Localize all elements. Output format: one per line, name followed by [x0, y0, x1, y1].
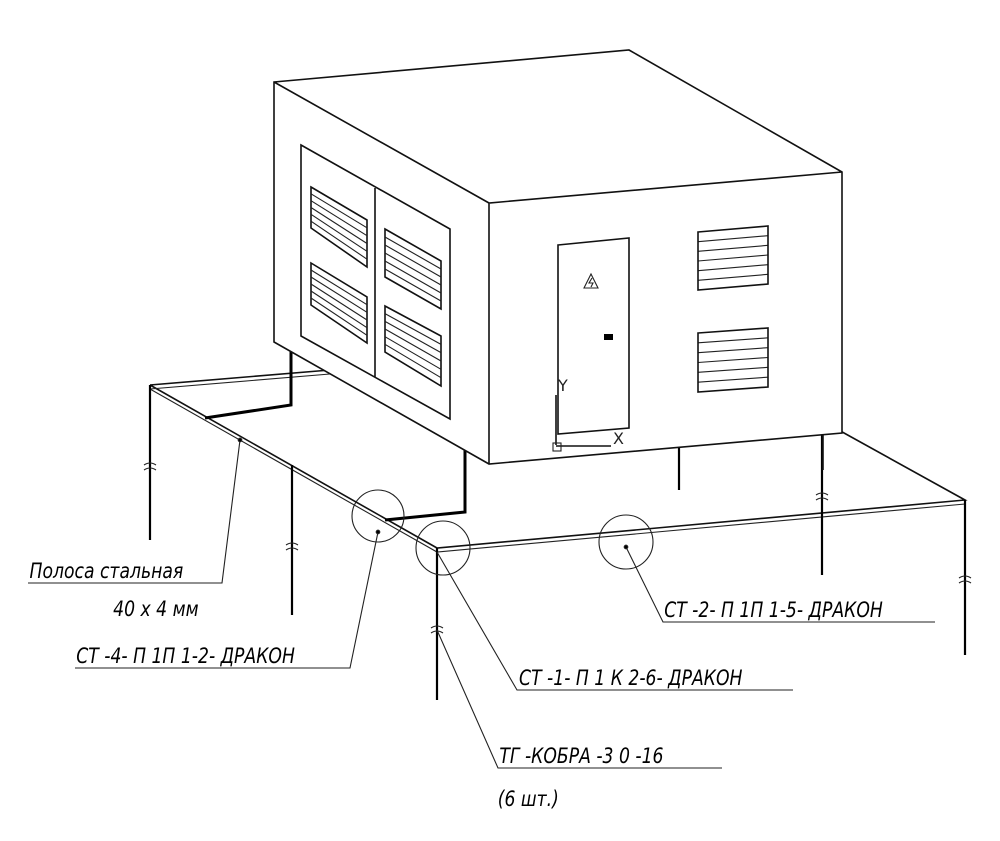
door — [557, 237, 630, 435]
louver-slat — [697, 337, 769, 344]
label-st1: СТ -1- П 1 К 2-6- ДРАКОН — [519, 665, 742, 690]
louver-slat — [697, 376, 769, 383]
louver-slat — [384, 343, 442, 379]
ucs-icon: Y X — [552, 376, 624, 452]
detail-circle-st1 — [415, 520, 471, 576]
ucs-x-label: X — [613, 429, 624, 448]
louver-slat — [384, 336, 442, 370]
louver-slat — [310, 213, 368, 252]
louver-slat — [697, 254, 769, 262]
label-st2: СТ -2- П 1П 1-5- ДРАКОН — [664, 597, 883, 622]
door-handle — [604, 334, 613, 340]
louver-slat — [384, 328, 442, 362]
louver-slat — [384, 244, 442, 278]
louver-slat — [384, 236, 442, 270]
label-strip-size: 40 х 4 мм — [113, 596, 198, 621]
louver-slat — [384, 252, 442, 286]
leaders — [28, 437, 935, 769]
louver-slat — [310, 283, 368, 321]
louver-slat — [310, 220, 368, 260]
louver-slat — [310, 297, 368, 336]
louver-slat — [697, 356, 769, 364]
warning-icon — [583, 272, 599, 289]
louver-slat — [384, 313, 442, 345]
louver-slat — [697, 273, 769, 281]
label-tg: ТГ -КОБРА -3 0 -16 — [499, 743, 663, 768]
detail-circle-st2 — [598, 514, 654, 570]
substation-box: Y X — [273, 49, 843, 465]
louver-slat — [384, 320, 442, 354]
louver-slat — [697, 366, 769, 373]
label-steel-strip: Полоса стальная — [30, 558, 184, 583]
louver-slat — [697, 235, 769, 243]
louver-slat — [310, 269, 368, 306]
louver-slat — [697, 264, 769, 272]
louver-slat — [384, 268, 442, 302]
louver-slat — [310, 207, 368, 244]
louver-slat — [697, 244, 769, 252]
ucs-y-label: Y — [557, 376, 568, 395]
louver-slat — [384, 260, 442, 294]
louver-slat — [697, 347, 769, 354]
label-st4: СТ -4- П 1П 1-2- ДРАКОН — [76, 643, 295, 668]
louver-slat — [310, 200, 368, 237]
louver-slat — [310, 193, 368, 229]
louver-slat — [310, 276, 368, 313]
detail-circle-st4 — [351, 489, 405, 543]
label-tg-qty: (6 шт.) — [498, 786, 559, 811]
louver-slat — [310, 290, 368, 329]
